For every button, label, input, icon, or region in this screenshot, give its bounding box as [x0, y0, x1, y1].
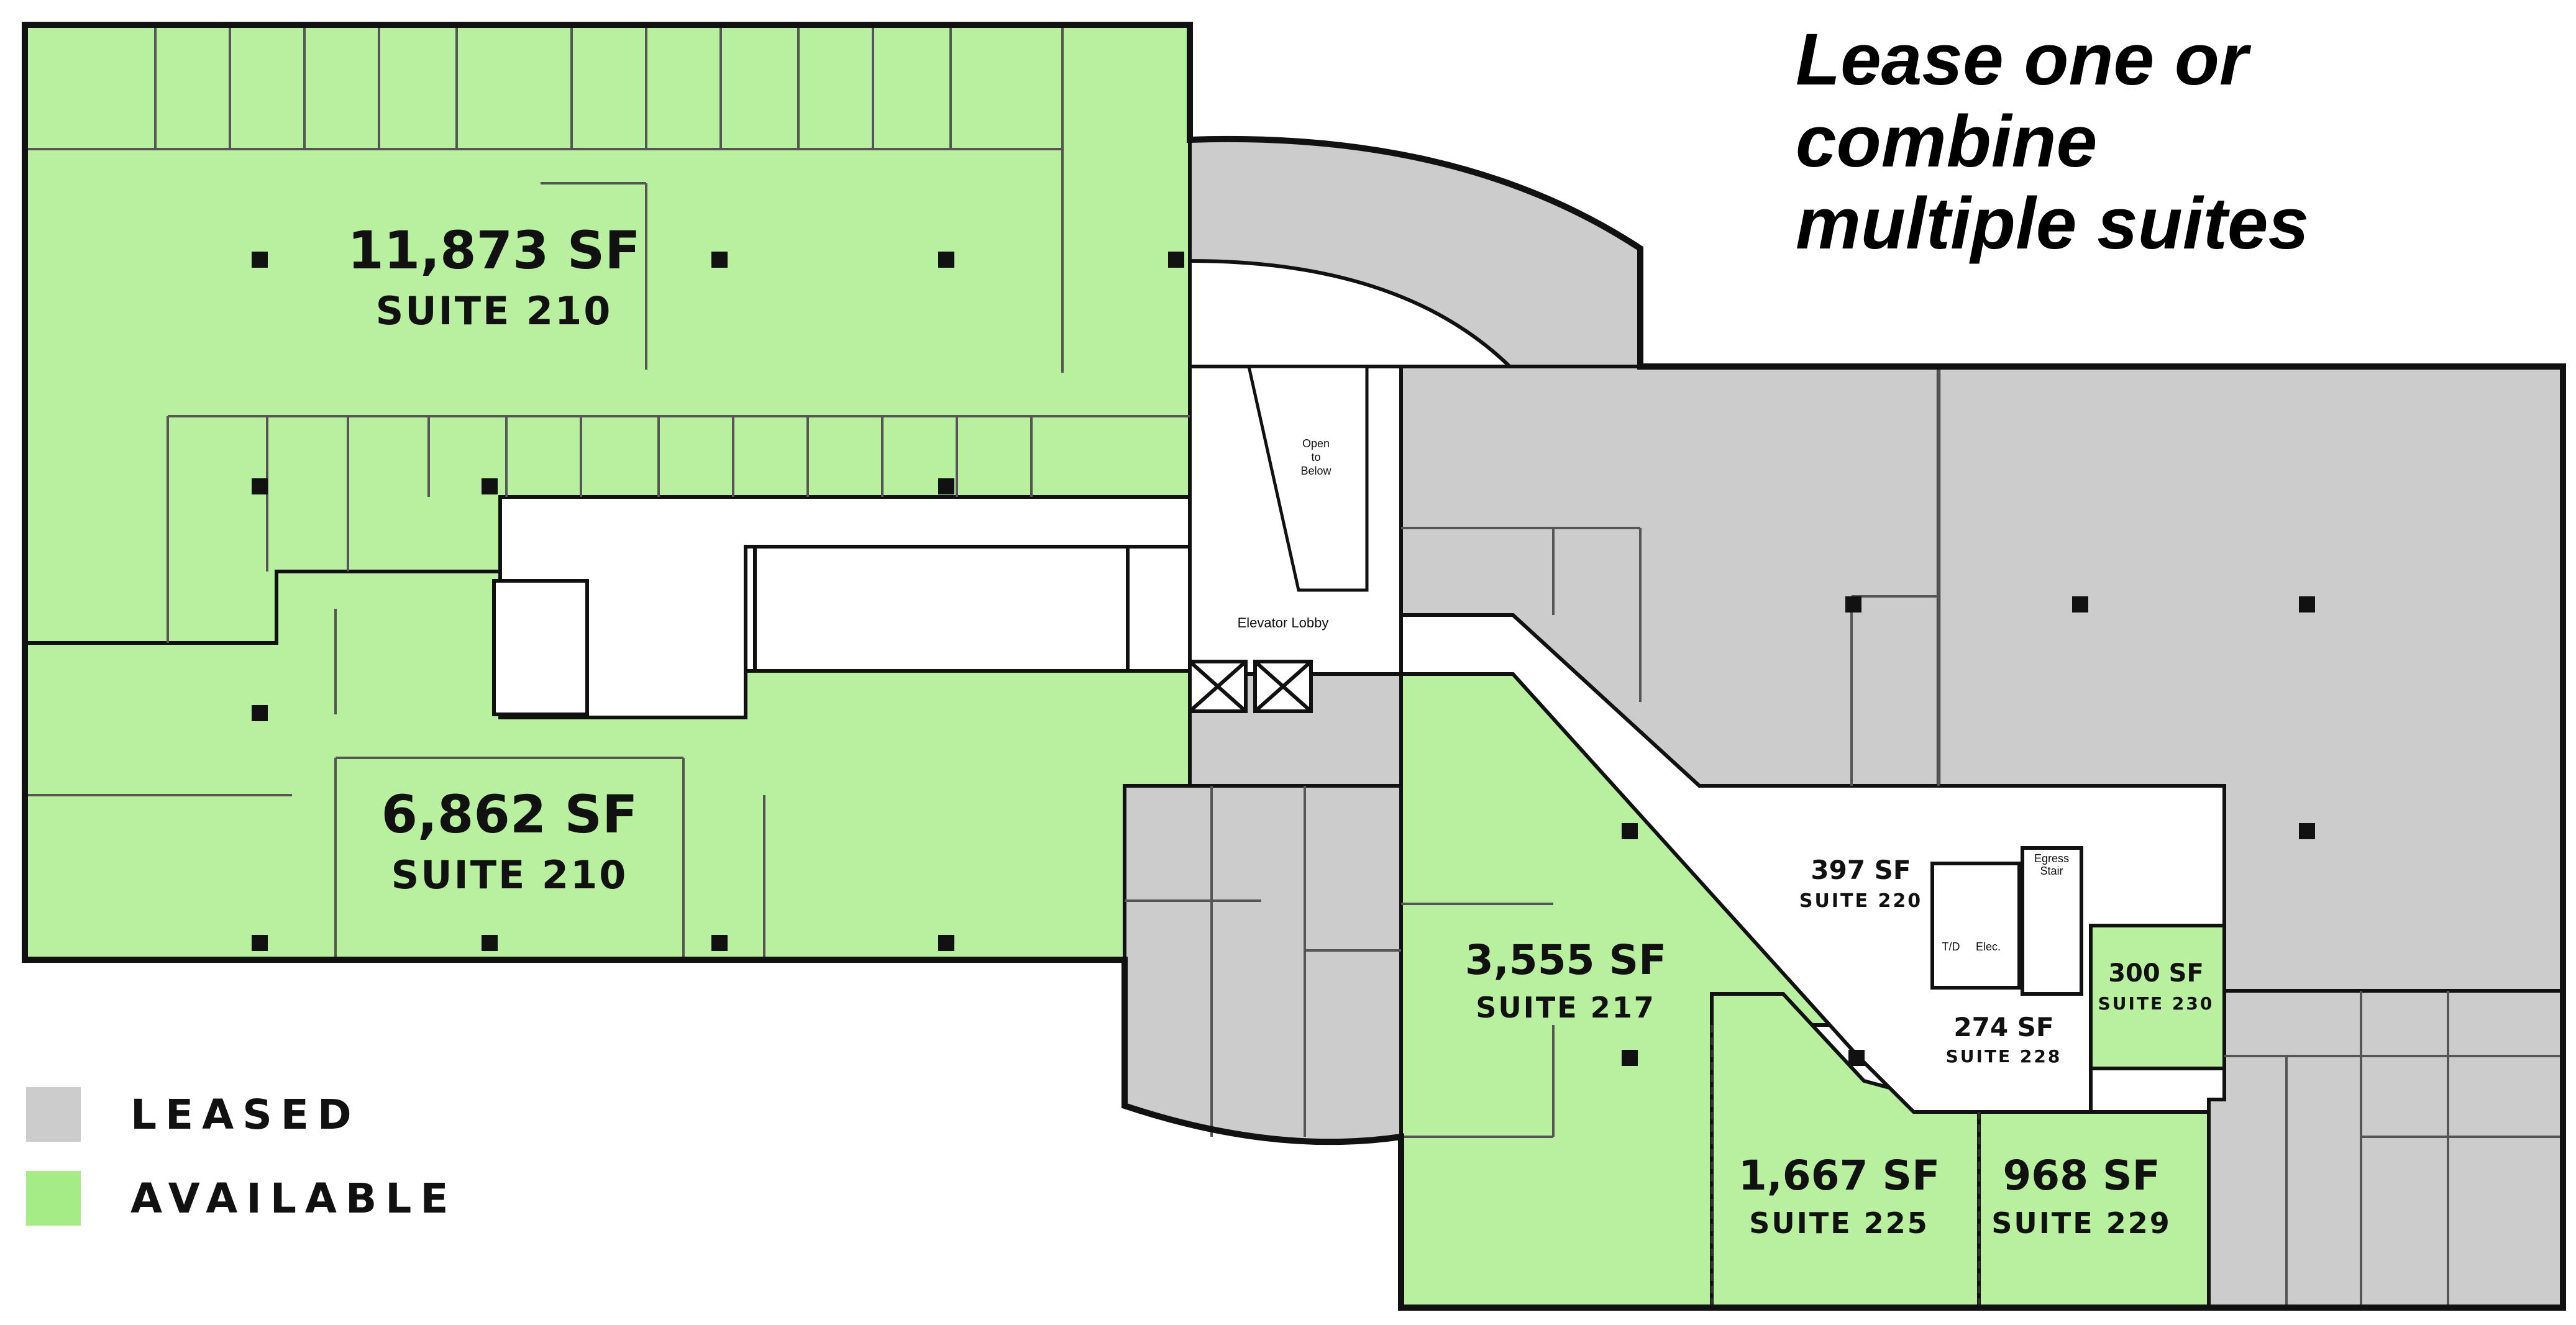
suite-name-210-north: SUITE 210	[376, 288, 613, 334]
interior-walls	[25, 25, 2563, 1308]
open-to-below	[1246, 365, 1369, 592]
elec-room	[1930, 862, 2021, 990]
leased-north-curve	[1188, 137, 1642, 371]
td-label: T/D	[1942, 940, 1960, 953]
legend-item-available: AVAILABLE	[26, 1171, 457, 1226]
building-outline	[22, 22, 2566, 1311]
suite-name-217: SUITE 217	[1476, 991, 1655, 1024]
suite-name-210-south: SUITE 210	[391, 852, 628, 898]
plan-annotations: Elevator Lobby Open to Below Egress Stai…	[1238, 437, 2069, 953]
legend-item-leased: LEASED	[26, 1087, 360, 1142]
suite-name-225: SUITE 225	[1749, 1206, 1929, 1240]
legend-swatch-available	[26, 1171, 81, 1226]
suite-area-230: 300 SF	[2108, 959, 2204, 988]
legend-label-leased: LEASED	[130, 1090, 360, 1139]
leased-south-wing	[1123, 784, 1403, 1144]
suite-area-228: 274 SF	[1953, 1012, 2053, 1042]
egress-stair-label-1: Egress	[2034, 852, 2069, 865]
elevators	[1188, 660, 1313, 713]
suite-name-220: SUITE 220	[1799, 890, 1922, 912]
west-stair	[492, 579, 589, 716]
legend-label-available: AVAILABLE	[130, 1174, 457, 1223]
core-restrooms	[753, 545, 1130, 673]
headline-line-1: Lease one or combine	[1796, 19, 2248, 183]
elevator-lobby-label: Elevator Lobby	[1238, 615, 1329, 631]
legend-swatch-leased	[26, 1087, 81, 1142]
suite-name-228: SUITE 228	[1946, 1046, 2062, 1067]
open-to-below-label-1: Open	[1302, 437, 1330, 450]
suite-labels: 11,873 SF SUITE 210 6,862 SF SUITE 210 3…	[347, 220, 2214, 1240]
suite-area-217: 3,555 SF	[1465, 936, 1666, 984]
headline: Lease one or combine multiple suites	[1796, 19, 2566, 265]
suite-dividers	[1710, 1025, 1980, 1308]
suite-area-210-north: 11,873 SF	[347, 220, 640, 281]
headline-line-2: multiple suites	[1796, 183, 2309, 265]
open-to-below-label-2: to	[1311, 451, 1320, 463]
suite-area-225: 1,667 SF	[1738, 1152, 1940, 1200]
suite-name-229: SUITE 229	[1991, 1206, 2171, 1240]
columns	[252, 252, 2315, 1066]
suite-area-210-south: 6,862 SF	[381, 784, 638, 845]
east-stair	[2021, 846, 2083, 996]
leased-southeast	[2207, 989, 2565, 1309]
suite-area-220: 397 SF	[1811, 855, 1911, 885]
elec-label: Elec.	[1976, 940, 2001, 953]
suite-area-229: 968 SF	[2003, 1152, 2160, 1200]
suite-name-230: SUITE 230	[2098, 993, 2214, 1014]
open-to-below-label-3: Below	[1300, 465, 1331, 477]
egress-stair-label-2: Stair	[2040, 865, 2063, 877]
